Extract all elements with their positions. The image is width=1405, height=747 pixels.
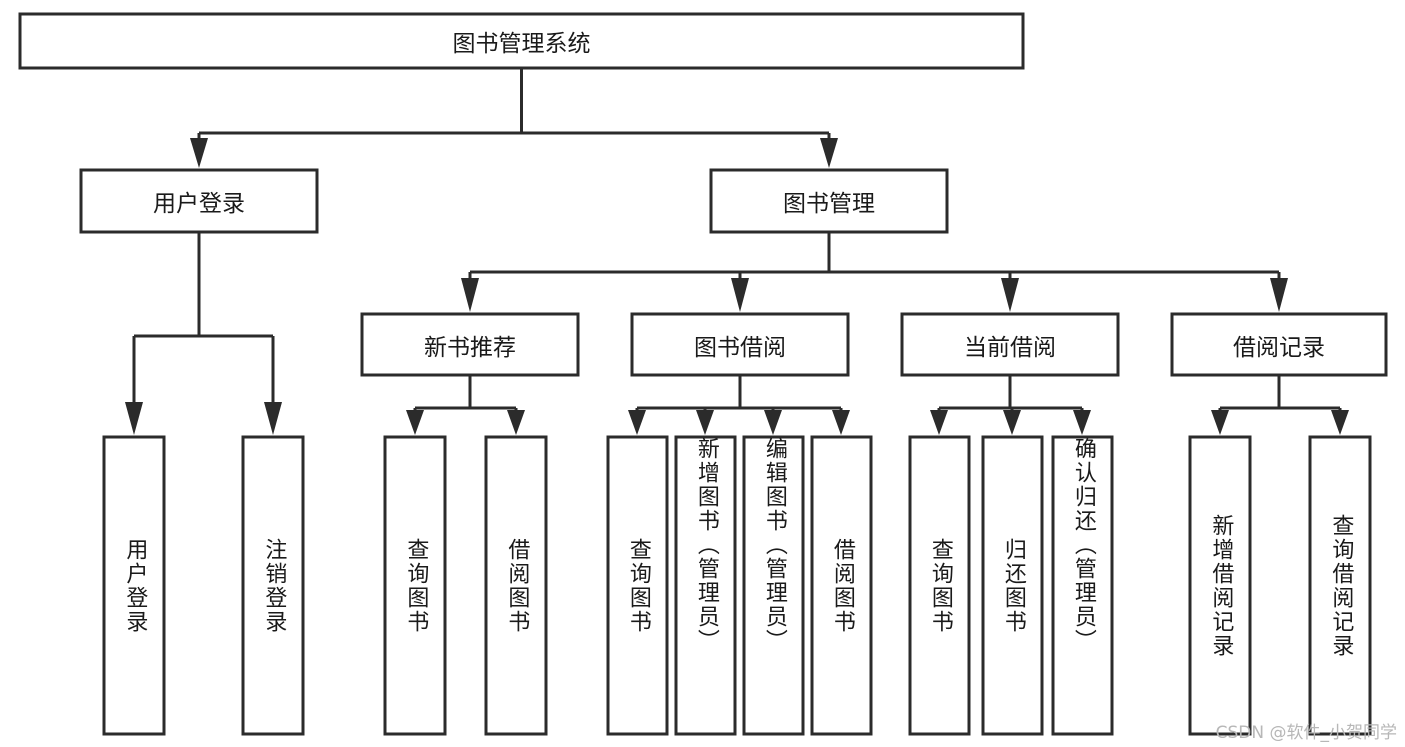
leaf-box-add-borrow-record[interactable]	[1188, 435, 1252, 736]
edge-group-root-to-level2	[190, 68, 838, 168]
arrow-head-borrow-record	[1270, 278, 1288, 312]
arrow-head-current-borrow	[1001, 278, 1019, 312]
node-box-book-borrow[interactable]	[630, 312, 850, 377]
edge-group-book-borrow-to-leaves	[628, 375, 850, 435]
leaf-box-borrow-book[interactable]	[810, 435, 873, 736]
leaf-box-logout[interactable]	[241, 435, 305, 736]
arrow-head-leaf-query-record	[1331, 410, 1349, 435]
node-box-borrow-record[interactable]	[1170, 312, 1388, 377]
arrow-head-leaf-user-login	[125, 402, 143, 435]
leaf-box-query-borrow-record[interactable]	[1308, 435, 1372, 736]
leaf-box-query-book-borrow[interactable]	[606, 435, 669, 736]
leaf-box-query-book-current[interactable]	[908, 435, 971, 736]
arrow-head-leaf-confirm-return	[1073, 410, 1091, 435]
arrow-head-leaf-borrow-book-a	[507, 410, 525, 435]
arrow-head-leaf-borrow-book-b	[832, 410, 850, 435]
node-box-current-borrow[interactable]	[900, 312, 1120, 377]
arrow-head-leaf-logout	[264, 402, 282, 435]
edge-group-user-login-to-leaves	[125, 232, 282, 435]
node-box-book-management[interactable]	[709, 168, 949, 234]
leaf-box-user-login[interactable]	[102, 435, 166, 736]
arrow-head-new-book-rec	[461, 278, 479, 312]
arrow-head-book-mgmt	[820, 138, 838, 168]
node-box-new-book-recommend[interactable]	[360, 312, 580, 377]
node-box-user-login[interactable]	[79, 168, 319, 234]
leaf-box-confirm-return-admin[interactable]	[1051, 435, 1114, 736]
leaf-box-borrow-book-rec[interactable]	[484, 435, 548, 736]
node-box-root[interactable]	[18, 12, 1025, 70]
edge-group-borrow-record-to-leaves	[1211, 375, 1349, 435]
arrow-head-leaf-edit-book	[764, 410, 782, 435]
arrow-head-book-borrow	[731, 278, 749, 312]
edge-group-new-book-rec-to-leaves	[406, 375, 525, 435]
edge-group-current-borrow-to-leaves	[930, 375, 1091, 435]
leaf-box-add-book-admin[interactable]	[674, 435, 737, 736]
leaf-box-query-book-rec[interactable]	[383, 435, 447, 736]
arrow-head-leaf-query-book-c	[930, 410, 948, 435]
arrow-head-leaf-add-book	[696, 410, 714, 435]
arrow-head-user-login	[190, 138, 208, 168]
edge-group-book-mgmt-to-level3	[461, 232, 1288, 312]
arrow-head-leaf-return-book	[1003, 410, 1021, 435]
leaf-box-edit-book-admin[interactable]	[742, 435, 805, 736]
arrow-head-leaf-query-book-a	[406, 410, 424, 435]
arrow-head-leaf-query-book-b	[628, 410, 646, 435]
leaf-box-return-book[interactable]	[981, 435, 1044, 736]
arrow-head-leaf-add-record	[1211, 410, 1229, 435]
